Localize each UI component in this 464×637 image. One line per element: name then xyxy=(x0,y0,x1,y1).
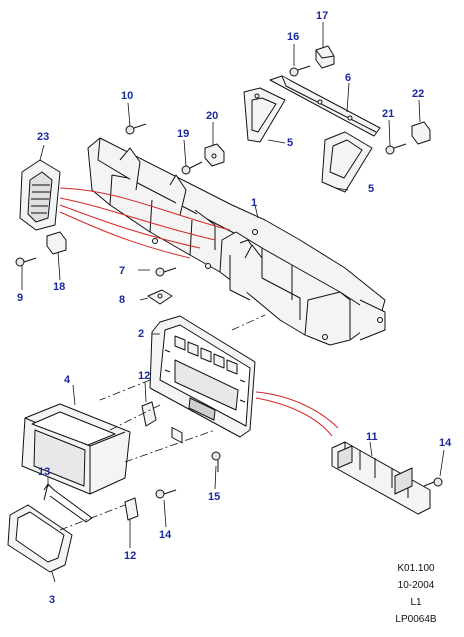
reference-date: 10-2004 xyxy=(397,580,435,591)
clip-12-upper xyxy=(141,401,157,427)
clip-18 xyxy=(46,231,67,255)
clip-22 xyxy=(411,121,431,145)
callout-3: 3 xyxy=(49,594,55,606)
callout-17: 17 xyxy=(316,10,328,22)
callout-11: 11 xyxy=(366,431,378,443)
screw-9 xyxy=(15,257,37,267)
harness-lines xyxy=(59,187,339,437)
bracket-lower xyxy=(321,131,373,193)
callout-4: 4 xyxy=(64,374,71,386)
leader-lines xyxy=(21,22,445,583)
storage-box xyxy=(21,403,131,495)
callout-5a: 5 xyxy=(287,137,293,149)
callout-12b: 12 xyxy=(124,550,136,562)
reference-block: K01.100 10-2004 L1 LP0064B xyxy=(386,560,446,628)
callout-6: 6 xyxy=(345,72,351,84)
callout-13: 13 xyxy=(38,466,50,478)
screw-19 xyxy=(181,161,203,175)
callout-20: 20 xyxy=(206,110,218,122)
callout-19: 19 xyxy=(177,128,189,140)
illustration-id: LP0064B xyxy=(395,614,437,625)
callout-23: 23 xyxy=(37,131,49,143)
clip-17 xyxy=(315,45,335,69)
bracket-upper xyxy=(243,87,286,143)
callout-15: 15 xyxy=(208,491,220,503)
screw-21 xyxy=(385,143,407,155)
bezel-frame xyxy=(7,504,73,573)
callout-21: 21 xyxy=(382,108,394,120)
callout-14b: 14 xyxy=(439,437,452,449)
clip-8 xyxy=(147,289,173,305)
top-rail xyxy=(269,75,381,137)
clip-12-lower xyxy=(124,497,139,521)
screw-14-right xyxy=(423,477,443,487)
callout-9: 9 xyxy=(17,292,23,304)
screw-15 xyxy=(211,451,221,472)
callout-8: 8 xyxy=(119,294,125,306)
screw-7 xyxy=(155,267,177,277)
callout-10: 10 xyxy=(121,90,133,102)
spring-clip xyxy=(43,483,93,523)
callout-12a: 12 xyxy=(138,370,150,382)
reference-code: K01.100 xyxy=(397,563,435,574)
reference-level: L1 xyxy=(410,597,422,608)
clip-20 xyxy=(204,143,225,167)
callouts: 1 2 3 4 5 5 6 7 8 9 10 11 12 12 13 14 14… xyxy=(17,10,452,606)
relay-module xyxy=(331,441,431,515)
vent-grille xyxy=(19,159,61,231)
screw-10 xyxy=(125,123,147,135)
screw-16 xyxy=(289,65,311,77)
callout-14a: 14 xyxy=(159,529,172,541)
assembly-lines xyxy=(59,314,266,531)
callout-18: 18 xyxy=(53,281,65,293)
callout-16: 16 xyxy=(287,31,299,43)
callout-5b: 5 xyxy=(368,183,374,195)
screw-14-lower xyxy=(155,489,177,499)
callout-22: 22 xyxy=(412,88,424,100)
dashboard-frame xyxy=(87,137,386,346)
callout-1: 1 xyxy=(251,197,257,209)
callout-7: 7 xyxy=(119,265,125,277)
switch-fascia xyxy=(149,315,256,444)
callout-2: 2 xyxy=(138,328,144,340)
